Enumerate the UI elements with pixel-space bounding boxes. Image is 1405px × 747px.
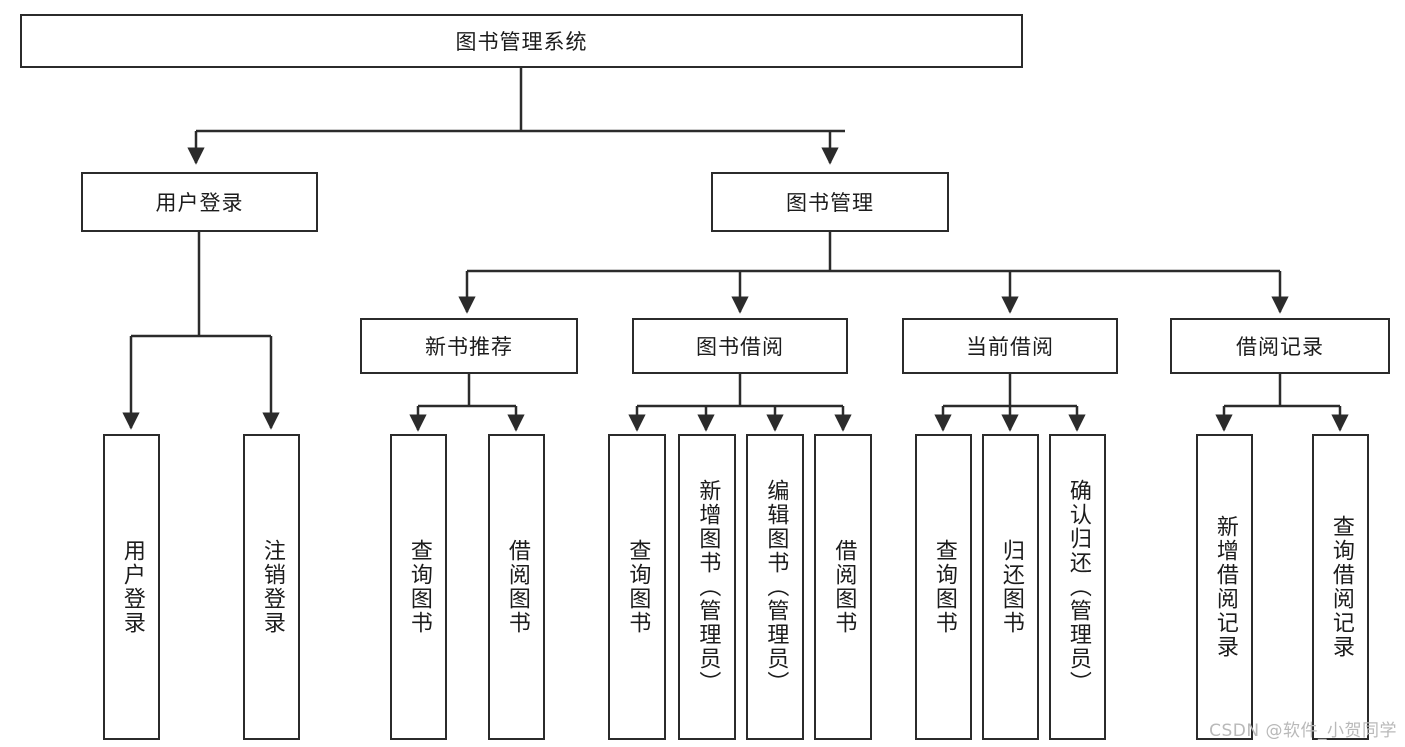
node-label: 查询图书 bbox=[625, 539, 651, 635]
node-leaf-add-record[interactable]: 新增借阅记录 bbox=[1196, 434, 1253, 740]
node-leaf-query-book-1[interactable]: 查询图书 bbox=[390, 434, 447, 740]
node-user-login[interactable]: 用户登录 bbox=[81, 172, 318, 232]
node-leaf-edit-book[interactable]: 编辑图书（管理员） bbox=[746, 434, 804, 740]
node-leaf-borrow-book-1[interactable]: 借阅图书 bbox=[488, 434, 545, 740]
csdn-watermark: CSDN @软件_小贺同学 bbox=[1209, 721, 1397, 741]
node-label: 借阅图书 bbox=[504, 539, 530, 635]
node-label: 图书借阅 bbox=[696, 335, 784, 359]
node-label: 图书管理 bbox=[786, 191, 874, 215]
node-label: 新书推荐 bbox=[425, 335, 513, 359]
node-book-management[interactable]: 图书管理 bbox=[711, 172, 949, 232]
node-label: 确认归还（管理员） bbox=[1065, 479, 1091, 695]
node-label: 归还图书 bbox=[998, 539, 1024, 635]
node-label: 借阅记录 bbox=[1236, 335, 1324, 359]
node-leaf-user-login[interactable]: 用户登录 bbox=[103, 434, 160, 740]
node-label: 当前借阅 bbox=[966, 335, 1054, 359]
node-leaf-return-book[interactable]: 归还图书 bbox=[982, 434, 1039, 740]
node-leaf-query-book-3[interactable]: 查询图书 bbox=[915, 434, 972, 740]
node-borrow-record[interactable]: 借阅记录 bbox=[1170, 318, 1390, 374]
node-label: 用户登录 bbox=[155, 191, 244, 215]
node-root-book-management-system[interactable]: 图书管理系统 bbox=[20, 14, 1023, 68]
node-leaf-add-book[interactable]: 新增图书（管理员） bbox=[678, 434, 736, 740]
node-leaf-query-record[interactable]: 查询借阅记录 bbox=[1312, 434, 1369, 740]
node-leaf-borrow-book-2[interactable]: 借阅图书 bbox=[814, 434, 872, 740]
node-label: 新增借阅记录 bbox=[1212, 515, 1238, 659]
node-label: 注销登录 bbox=[259, 539, 285, 635]
node-leaf-confirm-return[interactable]: 确认归还（管理员） bbox=[1049, 434, 1106, 740]
node-label: 查询图书 bbox=[931, 539, 957, 635]
node-label: 图书管理系统 bbox=[455, 30, 588, 54]
node-label: 新增图书（管理员） bbox=[695, 479, 721, 695]
node-current-borrow[interactable]: 当前借阅 bbox=[902, 318, 1118, 374]
node-label: 用户登录 bbox=[119, 539, 145, 635]
node-leaf-logout[interactable]: 注销登录 bbox=[243, 434, 300, 740]
node-leaf-query-book-2[interactable]: 查询图书 bbox=[608, 434, 666, 740]
node-book-borrow[interactable]: 图书借阅 bbox=[632, 318, 848, 374]
node-label: 编辑图书（管理员） bbox=[763, 479, 789, 695]
node-label: 查询图书 bbox=[406, 539, 432, 635]
node-label: 借阅图书 bbox=[831, 539, 857, 635]
node-label: 查询借阅记录 bbox=[1328, 515, 1354, 659]
node-new-book-recommend[interactable]: 新书推荐 bbox=[360, 318, 578, 374]
